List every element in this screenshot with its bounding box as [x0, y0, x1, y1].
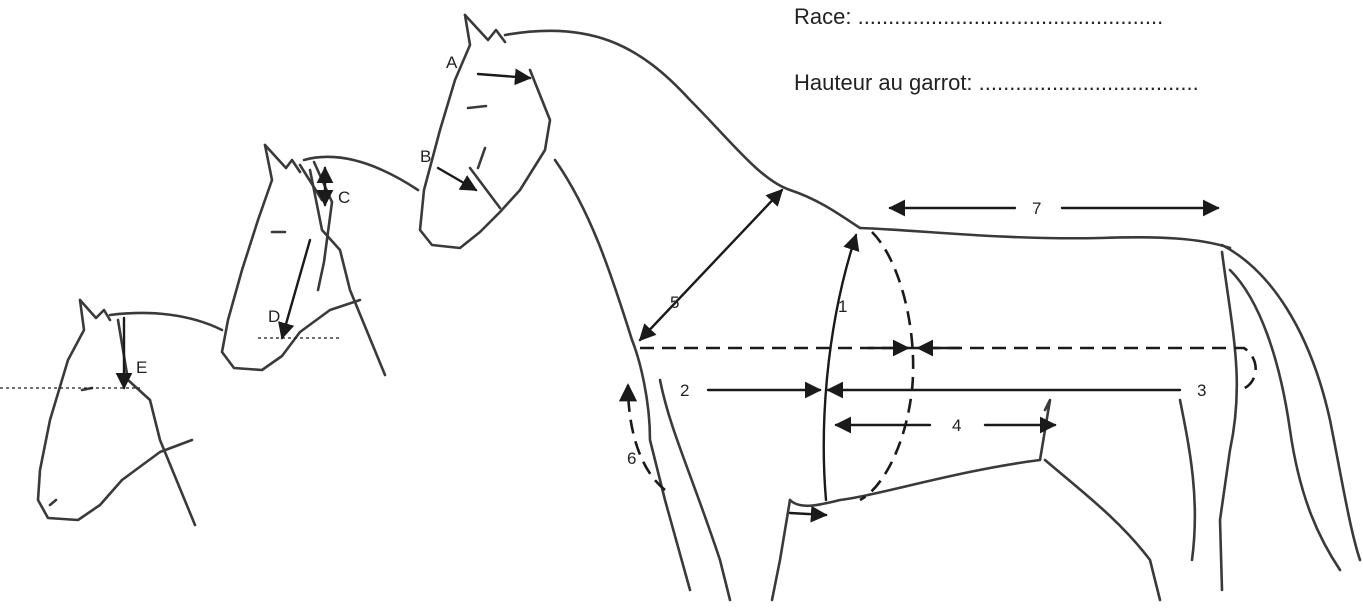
label-1: 1 [838, 297, 847, 316]
label-b: B [420, 147, 431, 166]
measure-arrow-b [436, 166, 478, 192]
label-7: 7 [1032, 199, 1041, 218]
horse-body [418, 13, 1362, 602]
horse-head-small [36, 298, 224, 527]
race-field: Race: ..................................… [794, 4, 1164, 29]
label-6: 6 [627, 449, 636, 468]
measure-arrow-5 [638, 188, 784, 342]
label-e: E [136, 358, 147, 377]
measure-arrow-6 [618, 383, 666, 492]
measure-arrow-1 [822, 233, 860, 502]
height-field: Hauteur au garrot: .....................… [794, 70, 1199, 95]
label-3: 3 [1197, 381, 1206, 400]
label-c: C [338, 188, 350, 207]
horse-head-medium [220, 143, 420, 377]
measure-arrow-a [476, 68, 532, 86]
label-2: 2 [680, 381, 689, 400]
measure-arrow-elbow [788, 505, 828, 523]
measure-line-belly-dashed [859, 231, 915, 502]
label-5: 5 [670, 293, 679, 312]
label-d: D [268, 307, 280, 326]
measure-arrow-d [278, 238, 312, 340]
label-a: A [446, 53, 458, 72]
label-4: 4 [952, 416, 961, 435]
measure-line-girth-dashed [640, 346, 1257, 392]
